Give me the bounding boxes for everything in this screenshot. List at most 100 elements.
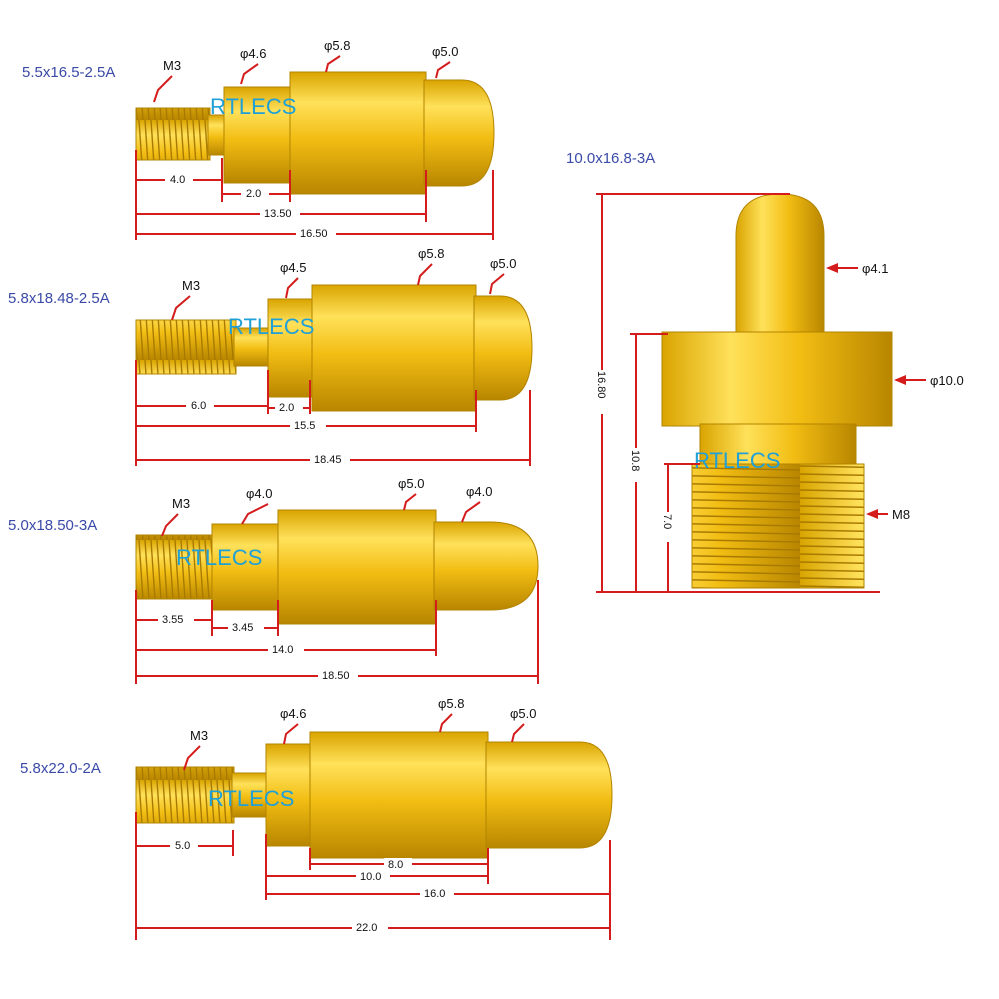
pin-4-dim-bg [384,858,412,870]
pin-2-dim-3: 15.5 [294,420,315,432]
pin-3-plunger [433,521,539,611]
pin-3-barrel [277,509,437,625]
pin-1-d3-spec: φ5.0 [432,44,459,59]
pin-1-d2-spec: φ5.8 [324,38,351,53]
pin-2-plunger [473,295,533,401]
pin-3-thread-spec: M3 [172,496,190,511]
pin-2-dim-bg [186,398,214,412]
pin-4-d3-spec: φ5.0 [510,706,537,721]
vertical-pin-dim-total: 16.80 [595,371,607,399]
vertical-pin-thread-arrowhead [866,509,878,519]
pin-4-d3-arrow [511,723,525,743]
vertical-pin-dim-thread: 7.0 [661,514,673,529]
vertical-pin-dim-bg [628,448,644,482]
pin-1-title: 5.5x16.5-2.5A [22,64,115,81]
pin-2-dim-1: 6.0 [191,400,206,412]
pin-1-d1-spec: φ4.6 [240,46,267,61]
pin-2-d3-spec: φ5.0 [490,256,517,271]
pin-3: 5.0x18.50-3A RTLECS M3 φ4.0 φ5.0 φ4.0 3.… [8,476,539,684]
pin-4-dim-2: 8.0 [388,859,403,871]
pin-4-dim-3: 10.0 [360,871,381,883]
pin-2-thread-spec: M3 [182,278,200,293]
pin-2-dim-4: 18.45 [314,454,342,466]
vertical-pin-title: 10.0x16.8-3A [566,150,655,167]
pin-1-thread [135,107,211,161]
pin-3-dim-3: 14.0 [272,644,293,656]
pin-4-collar [265,743,313,847]
vertical-pin-neck [699,423,857,467]
pin-1-d2-arrow [325,55,341,73]
pin-2-dim-bg [290,418,326,432]
pin-4-title: 5.8x22.0-2A [20,760,101,777]
pin-3-dim-bg [268,642,304,656]
pin-1-dim-1: 4.0 [170,174,185,186]
pin-3-d3-arrow [461,501,481,523]
pin-3-d2-arrow [403,493,417,511]
pin-4-dim-bg [420,886,454,900]
pin-3-thread [135,534,215,600]
pin-1-collar [223,86,293,184]
pin-1-brand: RTLECS [210,94,296,119]
pin-1-dim-3: 13.50 [264,208,292,220]
pin-2-title: 5.8x18.48-2.5A [8,290,110,307]
pin-3-dim-bg [228,620,264,634]
pin-4-d1-arrow [283,723,299,745]
pin-1-dim-bg [260,206,300,220]
pin-4-dim-bg [170,838,198,852]
pin-1-dim-bg [241,186,269,200]
pin-3-dim-1: 3.55 [162,614,183,626]
pin-2-d1-arrow [285,277,299,299]
pin-4-d1-spec: φ4.6 [280,706,307,721]
pin-3-brand: RTLECS [176,545,262,570]
pin-2-d2-spec: φ5.8 [418,246,445,261]
pin-4-d2-arrow [439,713,453,733]
pin-1-dim-bg [296,226,336,240]
pin-4: 5.8x22.0-2A RTLECS M3 φ4.6 φ5.8 φ5.0 [20,696,613,940]
pin-1-d1-arrow [240,63,259,85]
vertical-pin-dim-bg [594,370,610,414]
pin-4-d2-spec: φ5.8 [438,696,465,711]
pin-3-d1-spec: φ4.0 [246,486,273,501]
pin-4-plunger [485,741,613,849]
pin-2-brand: RTLECS [228,314,314,339]
pin-3-thread-arrow [161,513,179,537]
pin-2-thread [135,319,237,375]
pin-2-dim-bg [275,400,303,414]
pin-3-dim-2: 3.45 [232,622,253,634]
pin-4-barrel [309,731,489,859]
pin-1-d3-arrow [435,61,451,79]
pin-3-d3-spec: φ4.0 [466,484,493,499]
pin-3-dim-bg [318,668,358,682]
vertical-pin-flange [661,331,893,427]
pin-2-neck [233,327,271,367]
pin-1-plunger [423,79,495,187]
vertical-pin-tip-arrowhead [826,263,838,273]
pin-1-neck [207,114,227,156]
pin-4-dim-4: 16.0 [424,888,445,900]
pin-4-thread-arrow [183,745,201,771]
pin-1: 5.5x16.5-2.5A RTLECS M3 φ4.6 φ5.8 φ5.0 4… [22,38,495,240]
pin-1-barrel [289,71,427,195]
pin-4-brand: RTLECS [208,786,294,811]
pin-2-dim-2: 2.0 [279,402,294,414]
pin-1-thread-spec: M3 [163,58,181,73]
vertical-pin-brand: RTLECS [694,448,780,473]
vertical-pin-thread-spec: M8 [892,507,910,522]
pin-4-neck [231,772,269,818]
pin-4-thread-spec: M3 [190,728,208,743]
pin-2-d1-spec: φ4.5 [280,260,307,275]
vertical-pin: 10.0x16.8-3A RTLECS φ4.1 φ10.0 M8 16.80 … [566,150,964,593]
pin-3-title: 5.0x18.50-3A [8,517,97,534]
pin-2-thread-arrow [171,295,191,321]
pin-4-dim-bg [352,920,388,934]
vertical-pin-tip-spec: φ4.1 [862,261,889,276]
pin-3-dim-4: 18.50 [322,670,350,682]
pin-2-d2-arrow [417,263,433,286]
pin-4-dim-5: 22.0 [356,922,377,934]
vertical-pin-flange-arrowhead [894,375,906,385]
vertical-pin-dim-bg [660,512,676,542]
vertical-pin-plunger [735,193,825,333]
pin-2-collar [267,298,315,398]
